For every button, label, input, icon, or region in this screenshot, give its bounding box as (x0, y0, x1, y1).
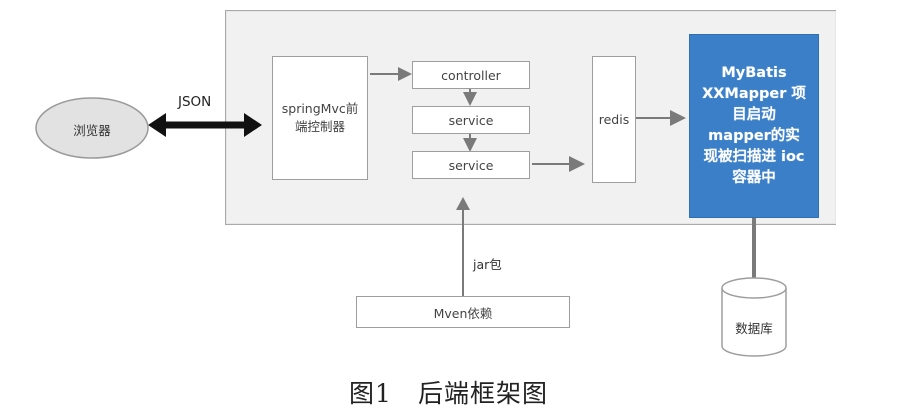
service-label-2: service (448, 157, 494, 173)
controller-box: controller (412, 61, 530, 89)
json-label: JSON (178, 94, 212, 110)
json-double-arrow (148, 113, 262, 137)
mybatis-mapper-label: MyBatis XXMapper 项目启动 mapper的实 现被扫描进 ioc… (702, 65, 806, 186)
service-label-1: service (448, 112, 494, 128)
redis-label: redis (598, 112, 630, 127)
database-cylinder (721, 277, 787, 357)
controller-label: controller (441, 67, 501, 83)
mybatis-mapper-box: MyBatis XXMapper 项目启动 mapper的实 现被扫描进 ioc… (689, 34, 819, 218)
arrow-head-maven (456, 197, 470, 210)
springmvc-front-controller-box: springMvc前端控制器 (272, 56, 368, 180)
figure-title: 后端框架图 (417, 379, 548, 408)
maven-dependency-label: Mven依赖 (433, 305, 493, 321)
redis-box: redis (592, 56, 636, 183)
springmvc-front-controller-label: springMvc前端控制器 (281, 101, 359, 134)
maven-dependency-box: Mven依赖 (356, 296, 570, 328)
database-label: 数据库 (735, 321, 773, 336)
jar-label: jar包 (473, 257, 502, 272)
figure-number: 图1 (349, 379, 392, 408)
service-box-2: service (412, 151, 530, 179)
service-box-1: service (412, 106, 530, 134)
figure-caption: 图1 后端框架图 (0, 374, 897, 410)
browser-label: 浏览器 (73, 123, 111, 138)
browser-ellipse (35, 97, 149, 159)
